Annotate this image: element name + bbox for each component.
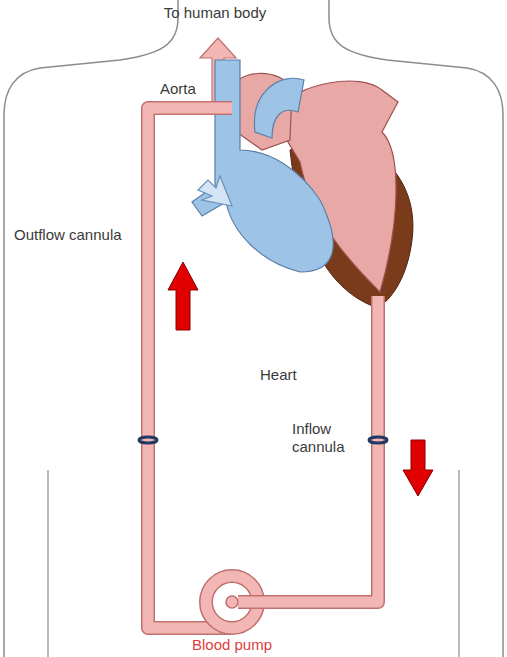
outflow-cannula-fill bbox=[148, 108, 232, 628]
cuff-band bbox=[369, 437, 387, 443]
part-label: Aorta bbox=[160, 80, 220, 98]
flow-label: To human body bbox=[140, 4, 290, 22]
flow-arrow-up bbox=[168, 262, 198, 330]
inflow-cannula-tube bbox=[238, 296, 378, 602]
body-outline bbox=[4, 0, 503, 657]
part-label: Heart bbox=[260, 366, 330, 384]
inflow-cannula-fill bbox=[238, 296, 378, 602]
part-label: Outflow cannula bbox=[14, 226, 124, 244]
arm-line bbox=[48, 470, 459, 657]
right-heart bbox=[192, 60, 333, 272]
flow-arrow-down bbox=[403, 440, 433, 496]
outflow-cannula-tube bbox=[148, 108, 232, 628]
pulmonary-trunk bbox=[254, 78, 304, 138]
part-label: Blood pump bbox=[167, 636, 297, 654]
cuff-band bbox=[139, 437, 157, 443]
venous-flow-arrow bbox=[198, 176, 232, 206]
pump-hub bbox=[226, 596, 238, 608]
part-label: Inflow cannula bbox=[292, 420, 364, 456]
cannula-tubes bbox=[148, 108, 378, 628]
